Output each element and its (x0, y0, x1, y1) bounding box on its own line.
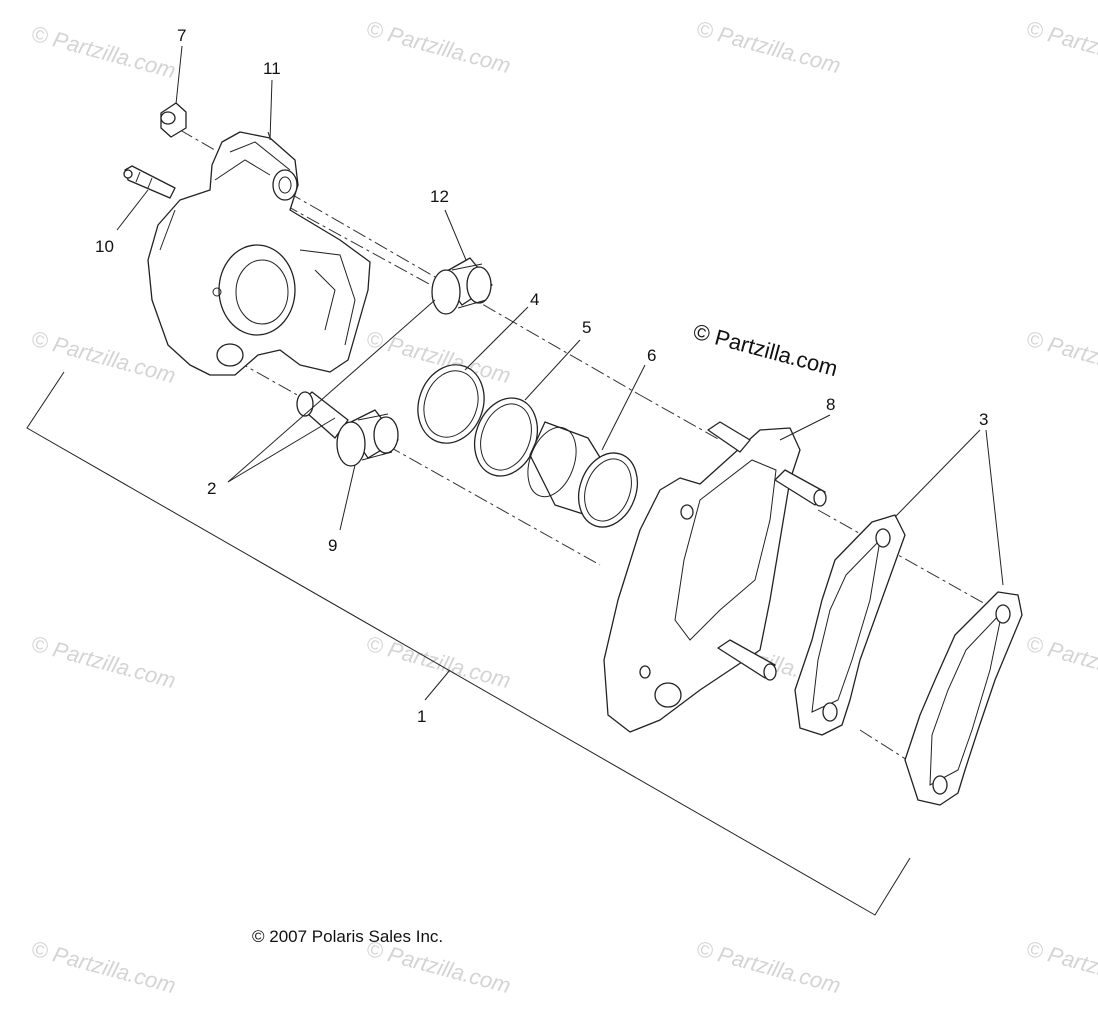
piston-part (527, 421, 638, 528)
callout-10: 10 (95, 237, 114, 256)
callout-3: 3 (979, 410, 988, 429)
callout-4: 4 (530, 290, 539, 309)
callout-9: 9 (328, 536, 337, 555)
watermark: © Partzilla.com (29, 936, 179, 999)
watermark: © Partzilla.com (1024, 16, 1098, 79)
watermark: © Partzilla.com (364, 16, 514, 79)
callout-7: 7 (177, 26, 186, 45)
callout-6: 6 (647, 346, 656, 365)
watermark: © Partzilla.com (1024, 631, 1098, 694)
watermark: © Partzilla.com (1024, 936, 1098, 999)
bleeder-screw-part (123, 165, 176, 199)
assembly-bracket (26, 371, 911, 916)
callout-2: 2 (207, 479, 216, 498)
seal-ring-part (417, 364, 485, 444)
callouts: 7 11 10 12 4 5 6 8 3 2 9 1 (95, 26, 988, 726)
leader-lines (116, 45, 1004, 701)
upper-boot-part (431, 257, 493, 315)
slide-pin-part (296, 391, 349, 439)
watermark: © Partzilla.com (29, 631, 179, 694)
copyright-notice: © 2007 Polaris Sales Inc. (252, 927, 443, 946)
watermark: © Partzilla.com (29, 21, 179, 84)
watermark-center: © Partzilla.com (691, 319, 841, 382)
watermark: © Partzilla.com (29, 326, 179, 389)
callout-8: 8 (826, 395, 835, 414)
watermark: © Partzilla.com (694, 16, 844, 79)
callout-5: 5 (582, 318, 591, 337)
callout-11: 11 (263, 59, 281, 78)
caliper-housing-part (147, 131, 371, 376)
caliper-bracket-part (603, 421, 827, 733)
callout-1: 1 (417, 707, 426, 726)
watermark: © Partzilla.com (1024, 326, 1098, 389)
brake-pad-outer-part (904, 591, 1023, 806)
callout-12: 12 (430, 187, 449, 206)
bleeder-cap-part (160, 102, 187, 138)
lower-boot-part (336, 409, 399, 467)
watermark: © Partzilla.com (694, 936, 844, 999)
brake-pad-inner-part (794, 514, 906, 736)
